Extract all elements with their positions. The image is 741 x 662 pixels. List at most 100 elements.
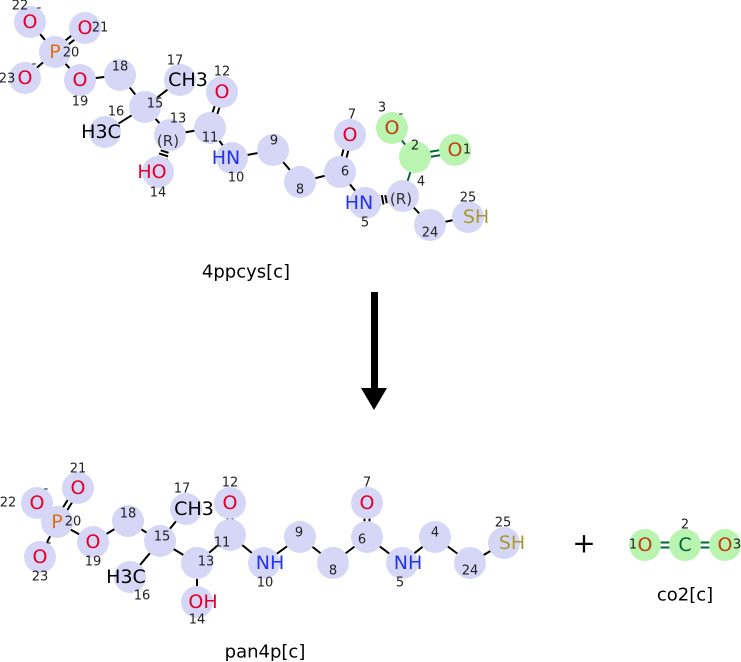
atom-symbol-14: HO bbox=[137, 161, 166, 183]
stereo-label-13: (R) bbox=[157, 132, 179, 150]
atom-highlight-20 bbox=[41, 506, 73, 538]
atom-highlight-20 bbox=[39, 36, 71, 68]
atom-highlight-7 bbox=[334, 119, 366, 151]
atom-number-9: 9 bbox=[295, 526, 303, 541]
arrow-shaft bbox=[371, 292, 378, 390]
atom-symbol-23: O bbox=[18, 67, 33, 89]
atom-symbol-5: NH bbox=[394, 552, 423, 574]
bond-13-14-hash bbox=[160, 149, 169, 154]
atom-highlight-7 bbox=[351, 487, 383, 519]
atom-number-5: 5 bbox=[396, 576, 404, 591]
atom-number-6: 6 bbox=[358, 533, 366, 548]
atom-highlight-3 bbox=[376, 112, 408, 144]
atom-highlight-17 bbox=[164, 64, 196, 96]
atom-highlight-16 bbox=[89, 116, 121, 148]
atom-symbol-12: O bbox=[215, 81, 230, 103]
atom-highlight-17 bbox=[170, 493, 202, 525]
atom-number-15: 15 bbox=[154, 530, 171, 545]
atom-highlight-22 bbox=[14, 6, 46, 38]
atom-number-10: 10 bbox=[257, 576, 274, 591]
bond-4-5-hash bbox=[384, 194, 388, 204]
atom-number-19: 19 bbox=[85, 555, 102, 570]
atom-highlight-8 bbox=[284, 166, 316, 198]
atom-symbol-7: O bbox=[360, 492, 375, 514]
atom-number-3: 3 bbox=[378, 101, 386, 116]
atom-highlight-9 bbox=[284, 521, 316, 553]
atom-symbol-10: NH bbox=[256, 552, 285, 574]
atom-number-1: 1 bbox=[463, 143, 471, 158]
atom-highlight-24 bbox=[454, 547, 486, 579]
atom-highlight-24 bbox=[414, 209, 446, 241]
atom-symbol-14: OH bbox=[188, 591, 217, 613]
atom-number-4: 4 bbox=[431, 526, 439, 541]
atom-number-19: 19 bbox=[72, 95, 89, 110]
atom-number-16: 16 bbox=[134, 589, 151, 604]
atom-highlight-8 bbox=[317, 547, 349, 579]
atom-highlight-3 bbox=[709, 529, 741, 561]
atom-number-25: 25 bbox=[495, 516, 512, 531]
atom-symbol-21: O bbox=[78, 17, 93, 39]
atom-highlight-1 bbox=[629, 529, 661, 561]
atom-symbol-12: O bbox=[223, 492, 238, 514]
atom-highlight-2 bbox=[669, 529, 701, 561]
atom-highlight-14 bbox=[181, 586, 213, 618]
atom-number-11: 11 bbox=[202, 131, 219, 146]
atom-charge-3: - bbox=[399, 107, 404, 122]
atom-number-8: 8 bbox=[296, 183, 304, 198]
atom-highlight-25 bbox=[488, 527, 520, 559]
atom-number-24: 24 bbox=[462, 564, 479, 579]
atom-symbol-17: CH3 bbox=[168, 69, 208, 91]
atom-highlight-4 bbox=[387, 180, 419, 212]
atom-number-5: 5 bbox=[361, 216, 369, 231]
atom-highlight-1 bbox=[439, 134, 471, 166]
atom-highlight-10 bbox=[248, 547, 280, 579]
atom-symbol-17: CH3 bbox=[174, 498, 214, 520]
atom-symbol-22: O bbox=[30, 492, 45, 514]
atom-symbol-25: SH bbox=[499, 532, 525, 554]
atom-symbol-3: O bbox=[718, 534, 733, 556]
atom-charge-22: - bbox=[44, 482, 49, 497]
arrow-down-icon bbox=[361, 388, 387, 410]
atom-number-20: 20 bbox=[65, 515, 82, 530]
atom-highlight-23 bbox=[9, 62, 41, 94]
plus-sign: + bbox=[572, 527, 595, 560]
atom-symbol-10: HN bbox=[212, 147, 241, 169]
atom-number-2: 2 bbox=[411, 139, 419, 154]
atom-highlight-21 bbox=[62, 472, 94, 504]
atom-highlight-23 bbox=[24, 541, 56, 573]
atom-symbol-20: P bbox=[49, 41, 60, 63]
atom-number-18: 18 bbox=[112, 60, 129, 75]
atom-number-15: 15 bbox=[147, 97, 164, 112]
atom-number-23: 23 bbox=[0, 72, 15, 87]
atom-number-12: 12 bbox=[214, 65, 231, 80]
atom-number-21: 21 bbox=[70, 462, 87, 477]
atom-highlight-15 bbox=[129, 91, 161, 123]
atom-symbol-5: HN bbox=[345, 192, 374, 214]
atom-highlight-6 bbox=[324, 156, 356, 188]
atom-number-21: 21 bbox=[92, 21, 109, 36]
stereo-label-4: (R) bbox=[390, 190, 412, 208]
atom-highlight-11 bbox=[194, 112, 226, 144]
atom-symbol-25: SH bbox=[463, 206, 489, 228]
atom-symbol-20: P bbox=[51, 511, 62, 533]
atom-number-13: 13 bbox=[198, 555, 215, 570]
atom-symbol-23: O bbox=[33, 546, 48, 568]
atom-highlight-19 bbox=[77, 526, 109, 558]
atom-number-22: 22 bbox=[12, 0, 29, 14]
atom-number-9: 9 bbox=[270, 134, 278, 149]
reaction-arrow bbox=[361, 292, 387, 410]
atom-number-4: 4 bbox=[417, 175, 425, 190]
atom-highlight-14 bbox=[142, 156, 174, 188]
product-name-pan4p: pan4p[c] bbox=[225, 642, 306, 662]
atom-highlight-6 bbox=[351, 521, 383, 553]
atom-charge-23: - bbox=[32, 57, 37, 72]
atom-number-1: 1 bbox=[629, 538, 637, 553]
atom-number-7: 7 bbox=[348, 108, 356, 123]
atom-symbol-7: O bbox=[343, 124, 358, 146]
atom-symbol-1: O bbox=[638, 534, 653, 556]
atom-highlight-15 bbox=[144, 525, 176, 557]
bond-13-14-hash bbox=[158, 152, 169, 158]
atom-number-6: 6 bbox=[341, 165, 349, 180]
atom-symbol-21: O bbox=[71, 477, 86, 499]
